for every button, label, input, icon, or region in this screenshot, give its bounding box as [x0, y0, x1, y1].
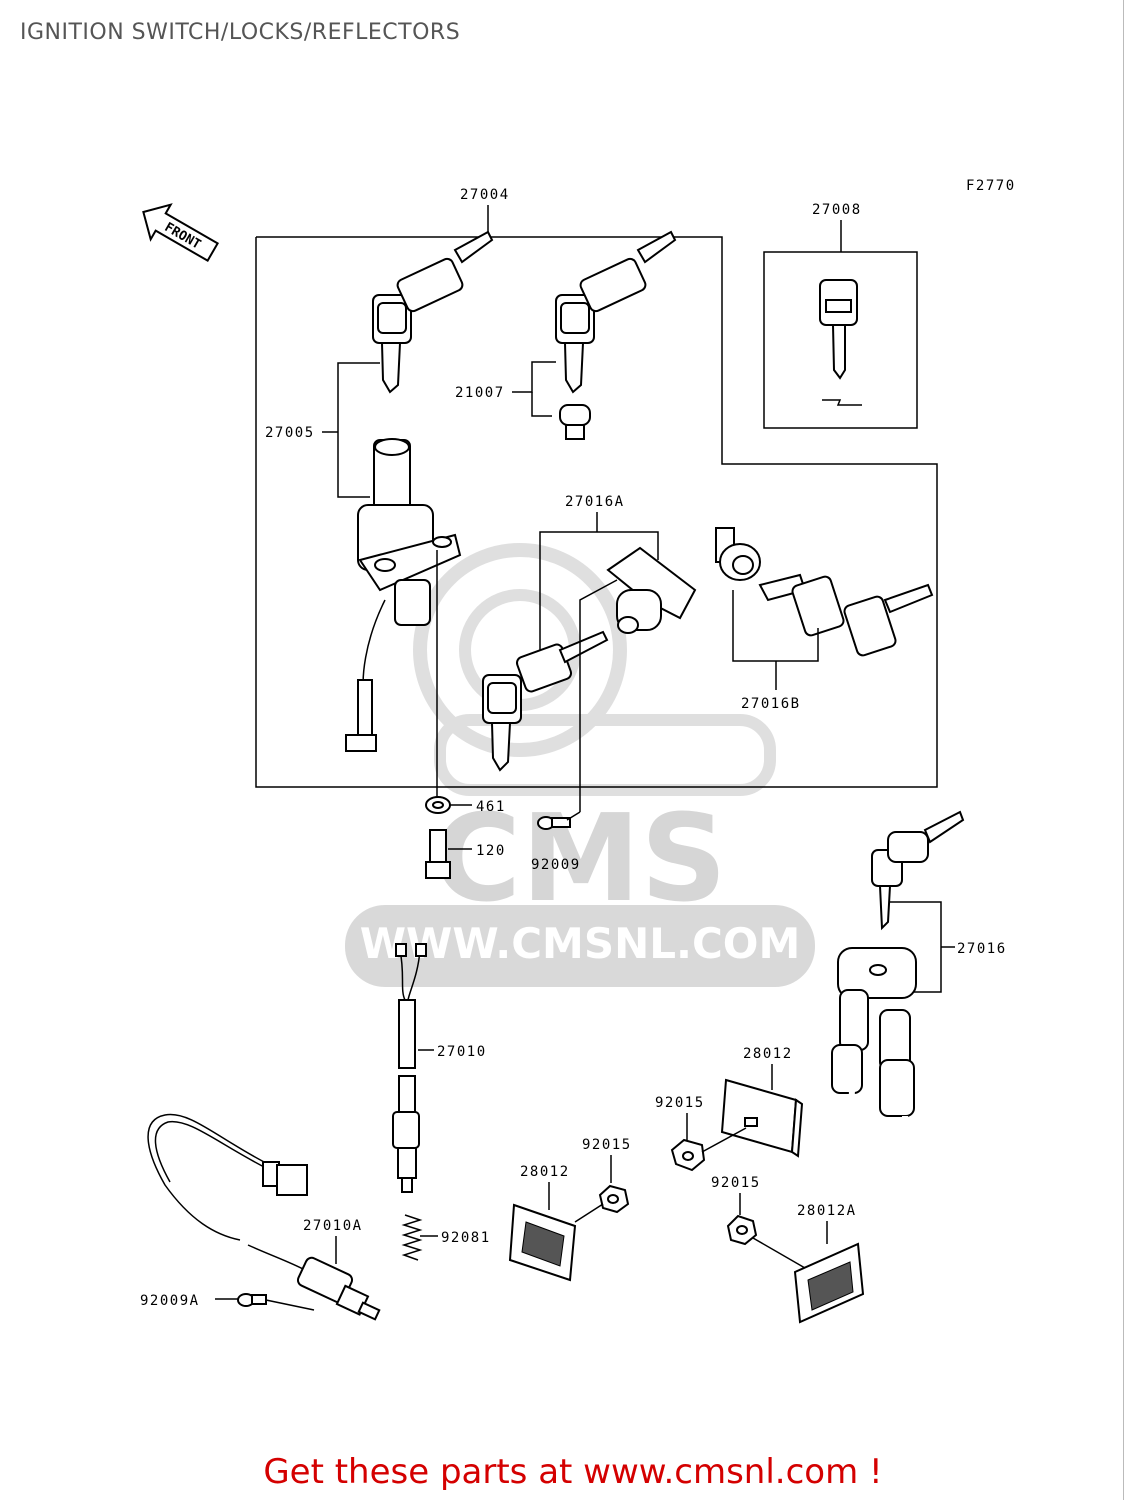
spring-icon: [401, 1214, 423, 1261]
washer-icon: [425, 796, 451, 814]
figure-code: F2770: [966, 178, 1016, 194]
neutral-switch-icon: [392, 943, 427, 1193]
watermark-url-band: [345, 905, 815, 987]
reflector-stud: [744, 1117, 758, 1127]
label-27016B: 27016B: [741, 696, 801, 712]
label-27010A: 27010A: [303, 1218, 363, 1234]
seat-lock-key-pair-icon: [482, 630, 609, 772]
screw-a-icon: [237, 1293, 267, 1307]
label-28012-a: 28012: [743, 1046, 793, 1062]
seat-lock-icon: [606, 546, 697, 634]
blank-key-frame: [763, 251, 918, 429]
label-92015-a: 92015: [655, 1095, 705, 1111]
lock-cylinder-icon: [559, 404, 591, 440]
watermark-logo-icon: [413, 543, 776, 796]
blank-key-icon: [819, 279, 862, 406]
helmet-lock-key-pair-icon: [758, 573, 934, 657]
side-stand-switch-icon: [147, 1113, 381, 1321]
ignition-switch-icon: [345, 438, 462, 752]
right-border: [1123, 0, 1146, 1500]
watermark-brand: CMS: [433, 790, 727, 929]
chain-lock-icon: [831, 947, 917, 1158]
label-28012-b: 28012: [520, 1164, 570, 1180]
promo-link[interactable]: Get these parts at www.cmsnl.com !: [263, 1452, 883, 1492]
label-27016: 27016: [957, 941, 1007, 957]
helmet-lock-icon: [715, 527, 761, 581]
screw-icon: [537, 816, 571, 830]
label-120: 120: [476, 843, 506, 859]
label-27010: 27010: [437, 1044, 487, 1060]
bolt-icon: [425, 829, 451, 879]
reflector-front-icon: [793, 1242, 865, 1324]
lock-key-pair-icon: [555, 230, 677, 394]
label-27016A: 27016A: [565, 494, 625, 510]
label-21007: 21007: [455, 385, 505, 401]
watermark-url: WWW.CMSNL.COM: [360, 919, 801, 968]
label-27004: 27004: [460, 187, 510, 203]
nut-a-icon: [670, 1138, 706, 1172]
ignition-key-pair-icon: [372, 230, 494, 394]
kit-27004-frame: [255, 236, 938, 788]
watermark: CMS WWW.CMSNL.COM: [345, 543, 815, 987]
label-92009A: 92009A: [140, 1293, 200, 1309]
helmet-lock-keys-icon: [871, 810, 965, 931]
page-title: IGNITION SWITCH/LOCKS/REFLECTORS: [20, 20, 461, 45]
label-27008: 27008: [812, 202, 862, 218]
label-92015-b: 92015: [582, 1137, 632, 1153]
nut-c-icon: [726, 1214, 758, 1246]
nut-b-icon: [598, 1184, 630, 1214]
reflector-rear-icon: [720, 1078, 804, 1158]
reflector-side-icon: [508, 1203, 577, 1282]
label-27005: 27005: [265, 425, 315, 441]
label-92081: 92081: [441, 1230, 491, 1246]
label-92015-c: 92015: [711, 1175, 761, 1191]
label-28012A: 28012A: [797, 1203, 857, 1219]
label-92009: 92009: [531, 857, 581, 873]
label-461: 461: [476, 799, 506, 815]
front-arrow-icon: FRONT: [142, 203, 220, 263]
